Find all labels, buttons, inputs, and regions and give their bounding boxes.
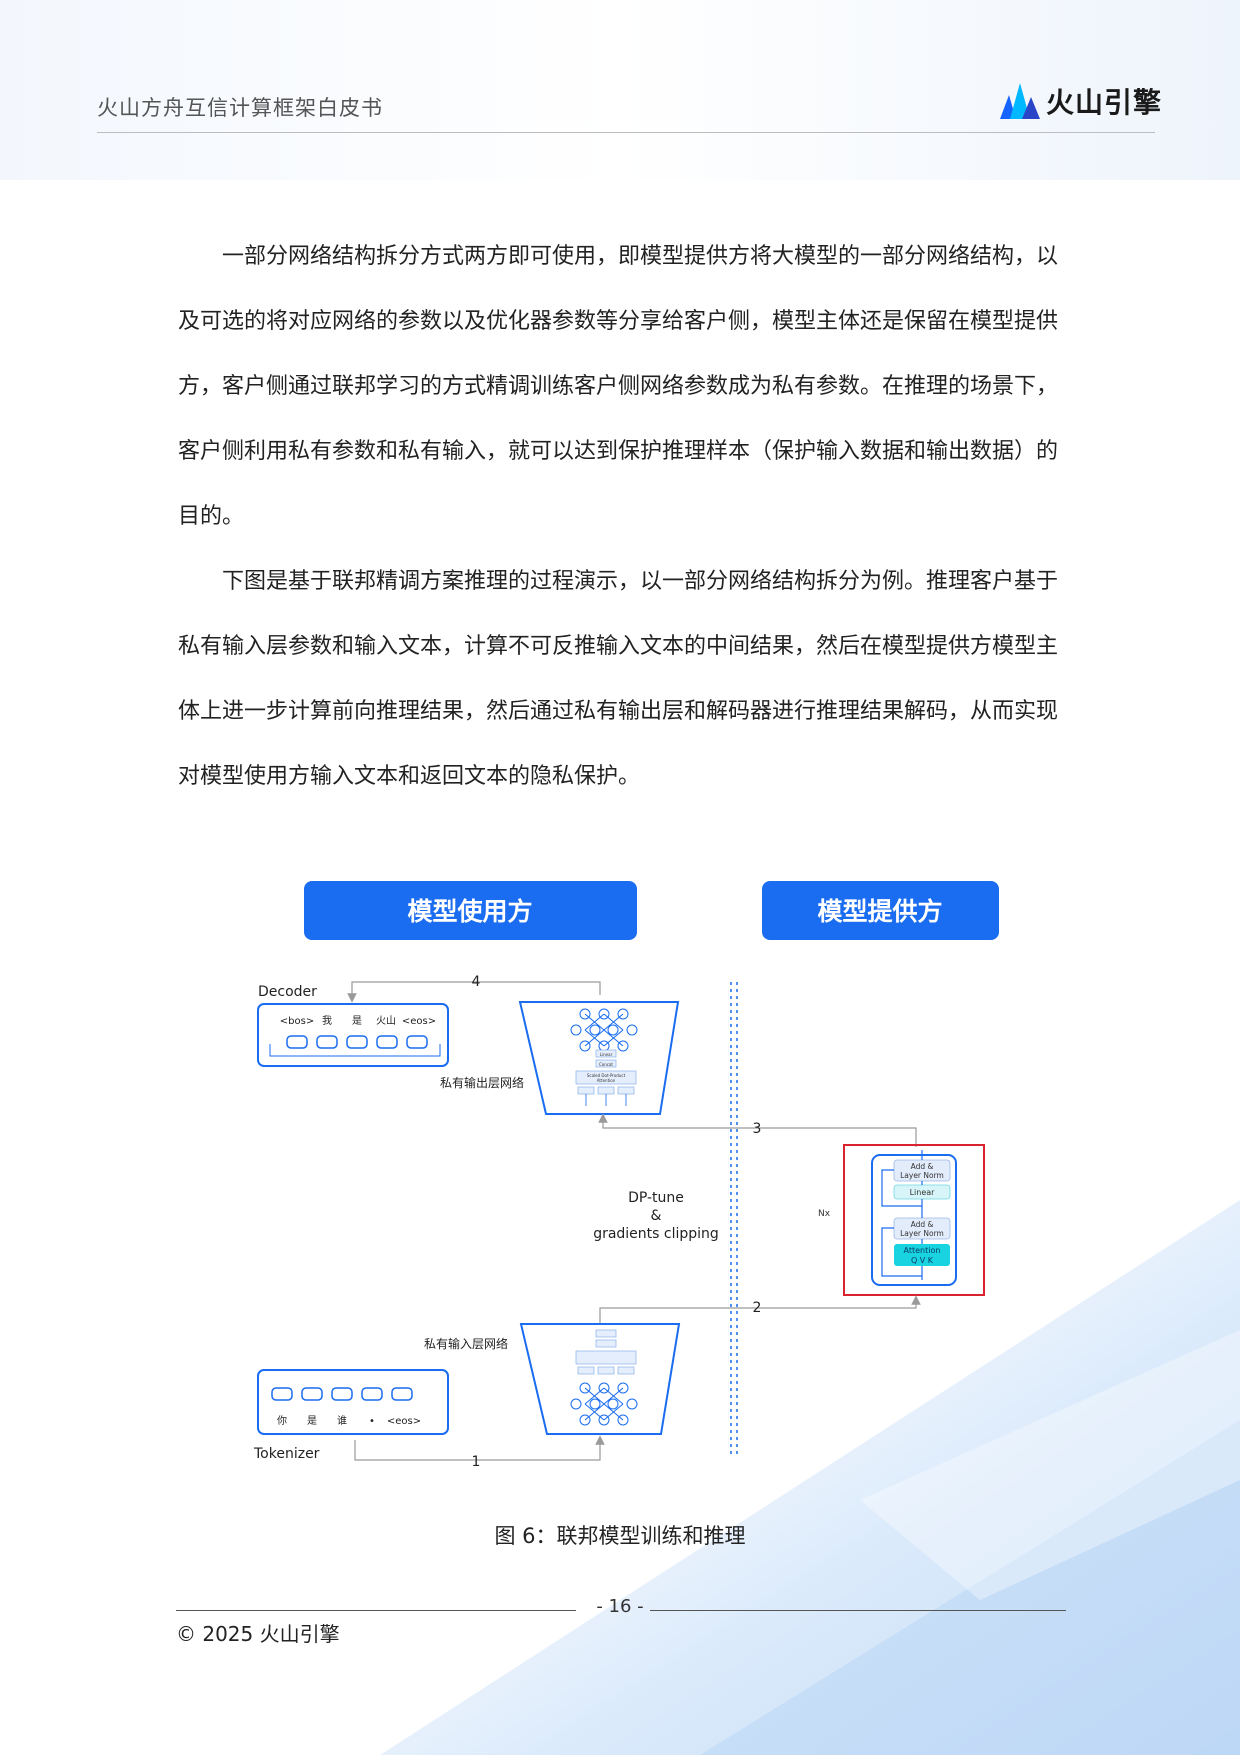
decoder-bracket (269, 1044, 441, 1057)
step-1-label: 1 (472, 1454, 481, 1470)
step-3-arrow (598, 1113, 917, 1147)
transformer-connectors (881, 1150, 923, 1280)
step-4-label: 4 (472, 974, 481, 990)
private-output-network (518, 1001, 680, 1115)
decoder-box (257, 1003, 449, 1067)
step-2-label: 2 (753, 1300, 762, 1316)
step-1-arrow (354, 1435, 605, 1461)
step-4-arrow (347, 981, 601, 1003)
decoder-token: 是 (352, 1015, 362, 1027)
decoder-token: 我 (322, 1015, 332, 1027)
copyright: © 2025 火山引擎 (176, 1622, 340, 1646)
tokenizer-label: Tokenizer (253, 1446, 320, 1462)
tokenizer-tokens: 你 是 谁 • <eos> (277, 1414, 421, 1427)
step-3-label: 3 (753, 1121, 762, 1137)
provider-model-highlight (843, 1144, 985, 1296)
private-output-label: 私有输出层网络 (440, 1075, 524, 1090)
mini-attn-label-2: Attention (597, 1078, 616, 1083)
body-text: 一部分网络结构拆分方式两方即可使用，即模型提供方将大模型的一部分网络结构，以及可… (178, 224, 1058, 809)
document-title: 火山方舟互信计算框架白皮书 (97, 96, 383, 120)
tokenizer-token: • (369, 1416, 375, 1427)
mini-attention-stack-top: Linear Concat Scaled Dot-Product Attenti… (575, 1049, 637, 1106)
private-input-network (519, 1323, 681, 1435)
add-norm-top-line2: Layer Norm (900, 1171, 944, 1180)
step-2-arrow (599, 1295, 921, 1330)
mini-attention-stack-bottom (575, 1329, 637, 1375)
neural-net-icon-top (570, 1008, 638, 1052)
tokenizer-token: 你 (277, 1414, 287, 1427)
dp-ampersand-label: & (651, 1208, 662, 1224)
mini-linear-label: Linear (600, 1052, 613, 1057)
tokenizer-token: <eos> (387, 1416, 421, 1427)
paragraph-2: 下图是基于联邦精调方案推理的过程演示，以一部分网络结构拆分为例。推理客户基于私有… (178, 569, 1059, 789)
linear-label: Linear (910, 1188, 936, 1197)
nx-label: Nx (818, 1209, 831, 1219)
header-divider (97, 132, 1155, 133)
decoder-token: <bos> (280, 1016, 314, 1027)
model-provider-header-label: 模型提供方 (817, 897, 942, 926)
attention-label: Attention (904, 1246, 941, 1255)
decoder-token: <eos> (402, 1016, 436, 1027)
neural-net-icon-bottom (570, 1382, 638, 1426)
model-user-header-label: 模型使用方 (407, 897, 532, 926)
add-norm-bottom-line2: Layer Norm (900, 1229, 944, 1238)
model-user-header (304, 881, 637, 940)
tokenizer-cells (271, 1387, 413, 1401)
decoder-cells (286, 1035, 428, 1049)
paragraph-1: 一部分网络结构拆分方式两方即可使用，即模型提供方将大模型的一部分网络结构，以及可… (178, 244, 1059, 529)
attention-box (894, 1244, 950, 1266)
decoder-label: Decoder (258, 984, 317, 1000)
tokenizer-token: 是 (307, 1415, 317, 1427)
model-provider-header (762, 881, 999, 940)
decoder-token: 火山 (376, 1015, 396, 1027)
dp-tune-label: DP-tune (628, 1190, 684, 1206)
mini-attn-label-1: Scaled Dot-Product (587, 1073, 626, 1078)
footer-rule-right (650, 1610, 1066, 1611)
figure-caption: 图 6：联邦模型训练和推理 (494, 1524, 746, 1548)
page-number: - 16 - (596, 1596, 644, 1617)
tokenizer-token: 谁 (337, 1415, 347, 1427)
volcano-logo-icon (1000, 83, 1040, 119)
private-input-label: 私有输入层网络 (424, 1336, 508, 1351)
add-norm-top-line1: Add & (911, 1162, 934, 1171)
footer-rule-left (176, 1610, 576, 1611)
tokenizer-box (257, 1369, 449, 1435)
brand-logo: 火山引擎 (1000, 80, 1162, 122)
add-norm-bottom-line1: Add & (911, 1220, 934, 1229)
qvk-label: Q V K (911, 1256, 934, 1265)
logo-text: 火山引擎 (1046, 86, 1163, 119)
gradients-clipping-label: gradients clipping (593, 1226, 719, 1242)
mini-concat-label: Concat (599, 1062, 613, 1067)
decoder-tokens: <bos> 我 是 火山 <eos> (280, 1015, 436, 1027)
